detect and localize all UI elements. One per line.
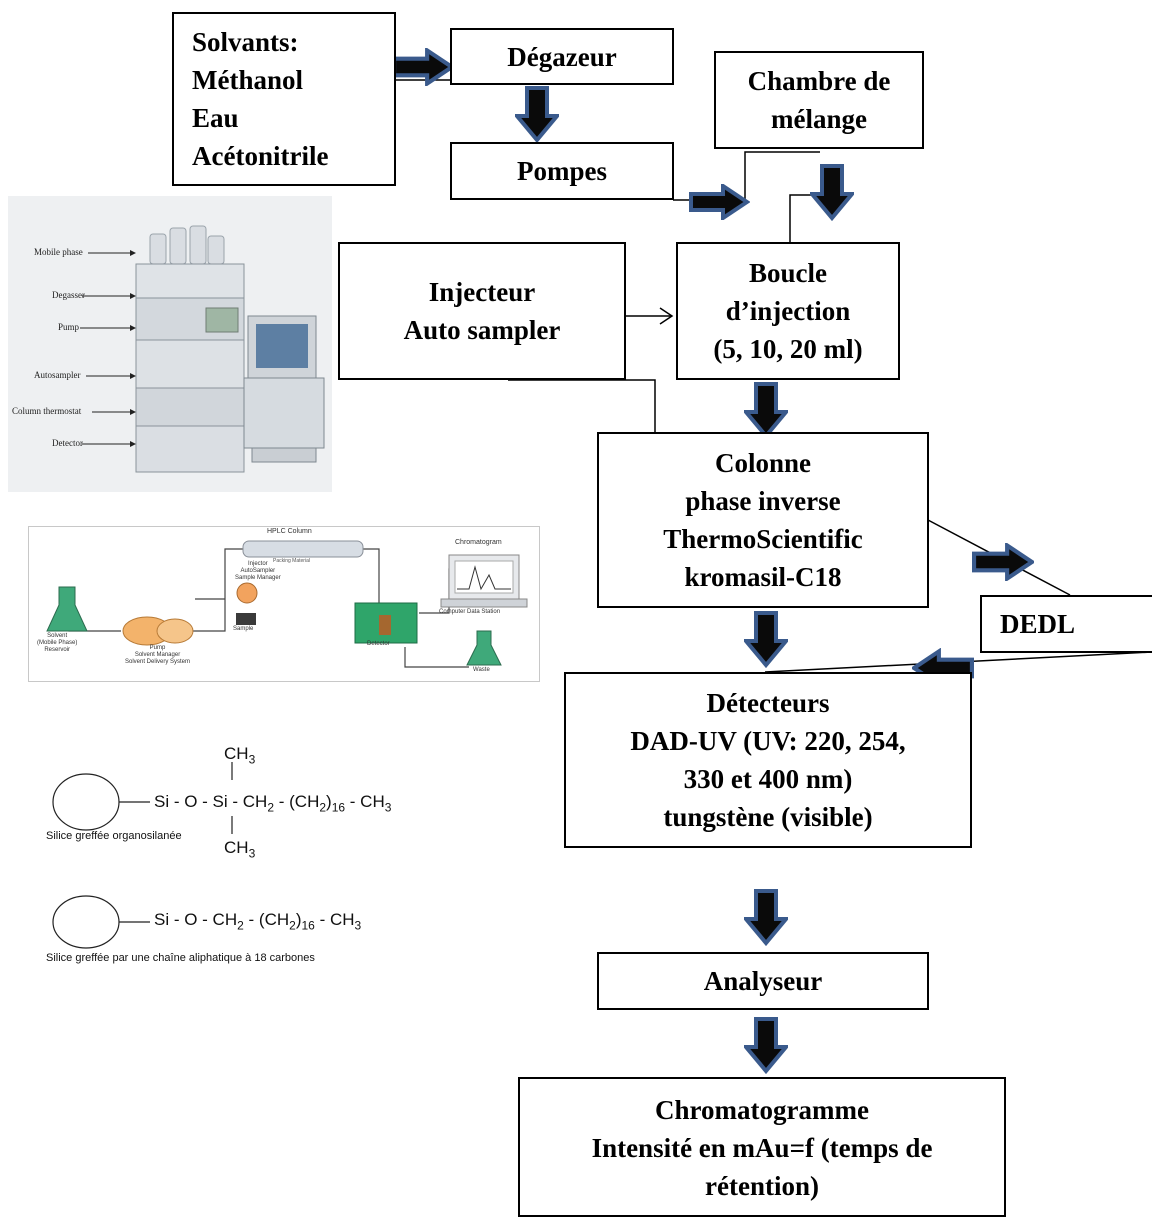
pompes-box: Pompes bbox=[450, 142, 674, 200]
chambre-line-1: Chambre de bbox=[747, 66, 891, 96]
chromatogramme-line-1: Chromatogramme bbox=[655, 1095, 869, 1125]
pump-label-2: Solvent Manager bbox=[134, 652, 181, 658]
arrow-solvants-to-degazeur bbox=[394, 50, 452, 83]
dedl-box: DEDL bbox=[980, 595, 1152, 653]
label-mobile-phase: Mobile phase bbox=[34, 247, 83, 257]
arrow-chambre-to-boucle bbox=[812, 166, 852, 218]
chemical-structure-2 bbox=[52, 895, 150, 949]
structure1-label: Silice greffée organosilanée bbox=[46, 830, 182, 842]
injector-label-1: Injector bbox=[248, 561, 268, 567]
chromatogramme-box: Chromatogramme Intensité en mAu=f (temps… bbox=[518, 1077, 1006, 1217]
arrow-colonne-to-dedl bbox=[974, 545, 1032, 578]
hplc-instrument-photo: Mobile phase Degasser Pump Autosampler C… bbox=[8, 196, 332, 492]
solvent-label-3: Reservoir bbox=[44, 647, 71, 653]
schematic-column-sub: Packing Material bbox=[273, 558, 310, 564]
label-column-thermostat: Column thermostat bbox=[12, 406, 82, 416]
pompes-label: Pompes bbox=[517, 156, 607, 186]
analyseur-label: Analyseur bbox=[703, 966, 823, 996]
schematic-column-label: HPLC Column bbox=[267, 528, 312, 535]
schematic-chromatogram-label: Chromatogram bbox=[455, 539, 502, 546]
colonne-line-1: Colonne bbox=[714, 448, 812, 478]
chambre-melange-box: Chambre de mélange bbox=[714, 51, 924, 149]
solvants-line-1: Solvants: bbox=[192, 27, 299, 57]
solvants-box: Solvants: Méthanol Eau Acétonitrile bbox=[172, 12, 396, 186]
hplc-schematic: HPLC Column Packing Material Chromatogra… bbox=[28, 526, 540, 682]
dedl-label: DEDL bbox=[1000, 609, 1076, 639]
analyseur-box: Analyseur bbox=[597, 952, 929, 1010]
arrow-analyseur-to-chromatogramme bbox=[746, 1019, 786, 1071]
detecteurs-box: Détecteurs DAD-UV (UV: 220, 254, 330 et … bbox=[564, 672, 972, 848]
label-detector: Detector bbox=[52, 438, 83, 448]
schematic-sample-label: Sample bbox=[233, 626, 254, 632]
label-autosampler: Autosampler bbox=[34, 370, 81, 380]
degazeur-label: Dégazeur bbox=[507, 41, 617, 72]
colonne-box: Colonne phase inverse ThermoScientific k… bbox=[597, 432, 929, 608]
label-degasser: Degasser bbox=[52, 290, 85, 300]
schematic-computer-label: Computer Data Station bbox=[439, 609, 501, 615]
pump-label-3: Solvent Delivery System bbox=[125, 659, 191, 665]
colonne-line-3: ThermoScientific bbox=[663, 524, 863, 554]
boucle-injection-box: Boucle d’injection (5, 10, 20 ml) bbox=[676, 242, 900, 380]
injecteur-box: Injecteur Auto sampler bbox=[338, 242, 626, 380]
boucle-line-2: d’injection bbox=[725, 296, 851, 326]
solvants-line-4: Acétonitrile bbox=[192, 141, 329, 171]
detecteurs-line-3: 330 et 400 nm) bbox=[683, 764, 853, 794]
injector-label-2: AutoSampler bbox=[240, 568, 276, 574]
chambre-line-2: mélange bbox=[771, 104, 867, 134]
arrow-pompes-to-mixer bbox=[691, 186, 747, 218]
schematic-pump-label: Pump Solvent Manager Solvent Delivery Sy… bbox=[125, 645, 190, 666]
schematic-waste-label: Waste bbox=[473, 667, 490, 673]
solvent-label-1: Solvent bbox=[47, 633, 68, 639]
schematic-detector-label: Detector bbox=[367, 641, 390, 647]
colonne-line-2: phase inverse bbox=[685, 486, 841, 516]
hplc-schematic-drawing bbox=[46, 540, 528, 668]
structure1-formula: Si - O - Si - CH2 - (CH2)16 - CH3 bbox=[154, 792, 392, 815]
structure2-formula: Si - O - CH2 - (CH2)16 - CH3 bbox=[154, 910, 362, 933]
boucle-line-3: (5, 10, 20 ml) bbox=[713, 334, 863, 364]
solvent-label-2: (Mobile Phase) bbox=[37, 640, 78, 646]
pump-label-1: Pump bbox=[149, 645, 166, 651]
arrow-degazeur-to-pompes bbox=[517, 88, 557, 140]
ch3-top: CH3 bbox=[224, 744, 256, 767]
label-pump: Pump bbox=[58, 322, 80, 332]
detecteurs-line-4: tungstène (visible) bbox=[663, 802, 873, 832]
chromatogramme-line-2: Intensité en mAu=f (temps de bbox=[591, 1133, 933, 1163]
schematic-solvent-label: Solvent (Mobile Phase) Reservoir bbox=[37, 633, 77, 654]
silica-bead-1 bbox=[52, 773, 120, 831]
colonne-line-4: kromasil-C18 bbox=[684, 562, 842, 592]
hplc-instrument-drawing bbox=[8, 196, 332, 492]
degazeur-box: Dégazeur bbox=[450, 28, 674, 85]
injecteur-line-2: Auto sampler bbox=[403, 315, 561, 345]
structure2-label: Silice greffée par une chaîne aliphatiqu… bbox=[46, 952, 315, 964]
schematic-injector-label: Injector AutoSampler Sample Manager bbox=[235, 561, 281, 582]
detecteurs-line-1: Détecteurs bbox=[706, 688, 830, 718]
silica-bead-2 bbox=[52, 895, 120, 949]
solvants-line-3: Eau bbox=[192, 103, 239, 133]
chemical-structure-1 bbox=[52, 762, 233, 834]
solvants-line-2: Méthanol bbox=[192, 65, 303, 95]
arrow-boucle-to-colonne bbox=[746, 384, 786, 436]
ch3-bottom: CH3 bbox=[224, 838, 256, 861]
arrow-detecteurs-to-analyseur bbox=[746, 891, 786, 943]
chromatogramme-line-3: rétention) bbox=[705, 1171, 819, 1201]
injector-label-3: Sample Manager bbox=[235, 575, 281, 581]
detecteurs-line-2: DAD-UV (UV: 220, 254, bbox=[630, 726, 906, 756]
boucle-line-1: Boucle bbox=[749, 258, 827, 288]
arrow-colonne-to-detecteurs bbox=[746, 613, 786, 665]
injecteur-line-1: Injecteur bbox=[428, 277, 536, 307]
